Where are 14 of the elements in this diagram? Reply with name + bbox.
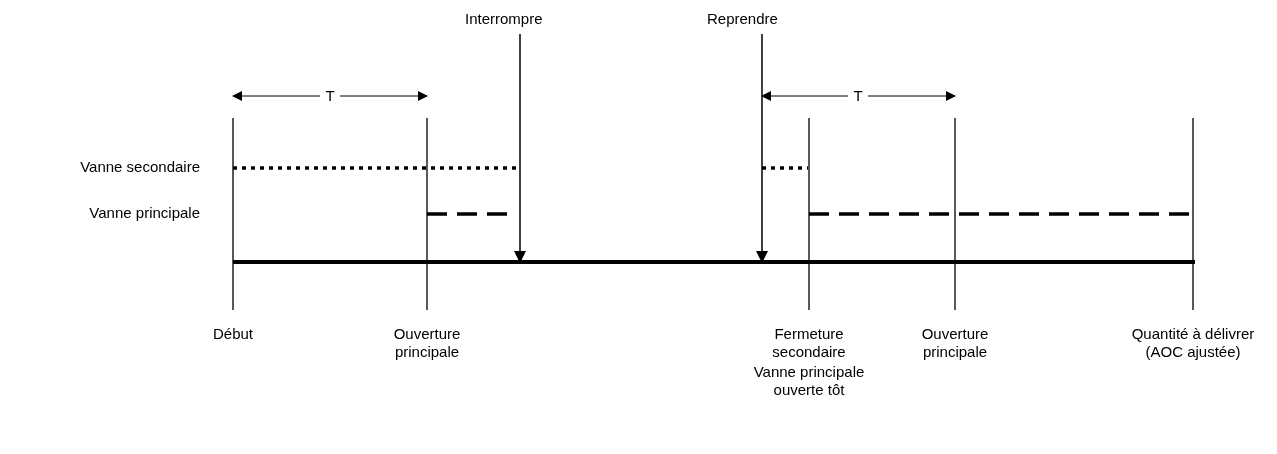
- dimension-label: T: [852, 87, 864, 105]
- event-label: Ouverture principale: [392, 325, 462, 361]
- event-label: Reprendre: [707, 10, 778, 28]
- dimension-label: T: [324, 87, 336, 105]
- arrow: [514, 33, 526, 263]
- row-label: Vanne secondaire: [79, 158, 200, 176]
- note-label: Vanne principale ouverte tôt: [752, 363, 866, 399]
- event-label: Ouverture principale: [920, 325, 990, 361]
- event-label: Début: [212, 325, 254, 343]
- arrow: [756, 33, 768, 263]
- event-label: Fermeture secondaire: [771, 325, 847, 361]
- event-label: Quantité à délivrer (AOC ajustée): [1130, 325, 1256, 361]
- event-label: Interrompre: [465, 10, 543, 28]
- row-label: Vanne principale: [88, 204, 200, 222]
